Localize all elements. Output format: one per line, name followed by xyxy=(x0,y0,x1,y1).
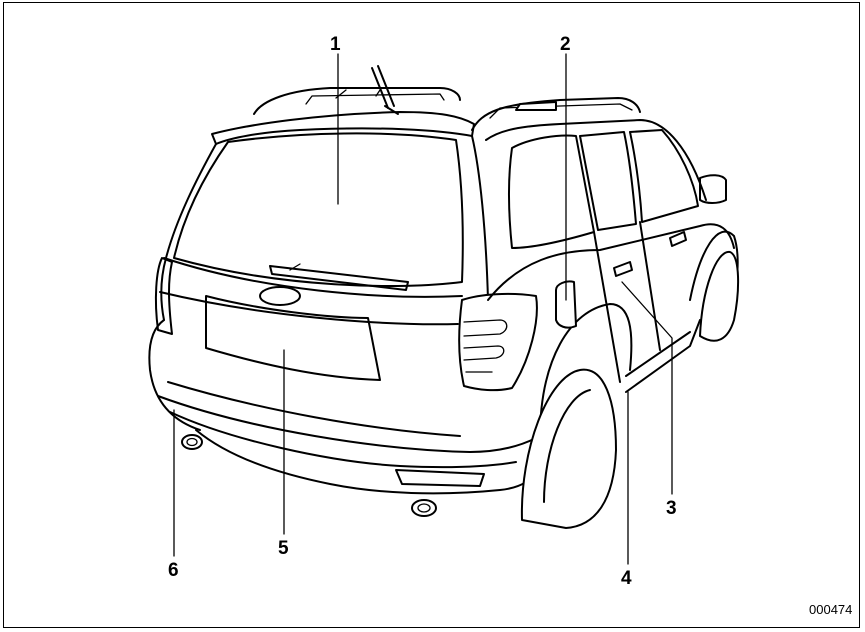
callout-5-label: 5 xyxy=(278,538,289,559)
callout-2-label: 2 xyxy=(560,34,571,55)
roof-rails xyxy=(253,87,641,131)
callout-4-label: 4 xyxy=(621,568,632,589)
tail-lamp xyxy=(154,257,538,392)
vehicle-body xyxy=(148,132,539,517)
side-body xyxy=(485,119,739,439)
roof-antenna xyxy=(371,65,399,115)
leader-lines xyxy=(173,53,673,565)
callout-3-label: 3 xyxy=(666,498,677,519)
figure-code: 000474 xyxy=(809,602,852,617)
callout-6-label: 6 xyxy=(168,560,179,581)
leader-line-3 xyxy=(621,281,673,495)
front-wheel xyxy=(699,251,740,342)
rear-wheel xyxy=(520,368,617,529)
callout-1-label: 1 xyxy=(330,34,341,55)
